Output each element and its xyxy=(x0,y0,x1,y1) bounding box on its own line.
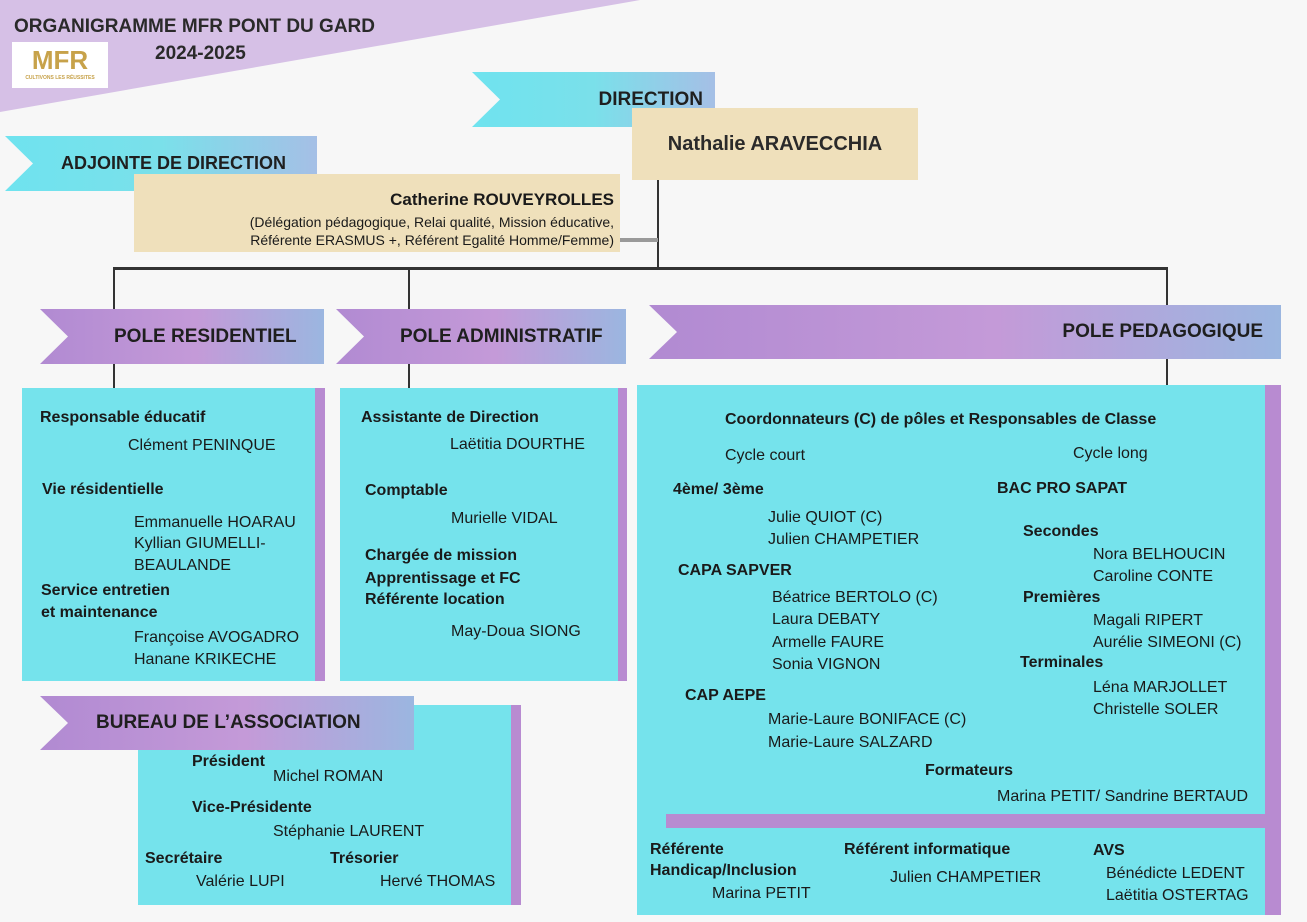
residentiel-name-2b: Kyllian GIUMELLI- xyxy=(134,535,266,552)
residentiel-name-1: Clément PENINQUE xyxy=(128,437,276,454)
bureau-header: BUREAU DE L’ASSOCIATION xyxy=(40,696,414,750)
administratif-role-2: Comptable xyxy=(365,482,448,499)
avs-name-2: Laëtitia OSTERTAG xyxy=(1106,887,1249,904)
residentiel-box xyxy=(22,388,325,681)
administratif-name-1: Laëtitia DOURTHE xyxy=(450,436,585,453)
bureau-tresorier-name: Hervé THOMAS xyxy=(380,873,496,890)
pedagogique-label: POLE PEDAGOGIQUE xyxy=(1062,321,1263,342)
residentiel-label: POLE RESIDENTIEL xyxy=(114,325,297,347)
residentiel-name-3a: Françoise AVOGADRO xyxy=(134,629,300,646)
residentiel-role-2: Vie résidentielle xyxy=(42,481,164,498)
referente-handicap-name: Marina PETIT xyxy=(712,885,811,902)
page-subtitle: 2024-2025 xyxy=(155,43,246,64)
administratif-role-3a: Chargée de mission xyxy=(365,547,518,564)
administratif-role-3b: Apprentissage et FC xyxy=(365,570,521,587)
class-premieres-name-2: Aurélie SIMEONI (C) xyxy=(1093,634,1242,651)
formateurs-names: Marina PETIT/ Sandrine BERTAUD xyxy=(997,788,1249,805)
connector-adjointe xyxy=(620,238,658,242)
adjointe-name: Catherine ROUVEYROLLES xyxy=(390,190,614,209)
referente-handicap-1: Référente xyxy=(650,841,724,858)
residentiel-role-3b: et maintenance xyxy=(41,604,158,621)
class-cap-name-2: Marie-Laure SALZARD xyxy=(768,734,933,751)
residentiel-name-2c: BEAULANDE xyxy=(134,557,231,574)
pedagogique-header: POLE PEDAGOGIQUE xyxy=(649,305,1281,359)
administratif-box xyxy=(340,388,627,681)
class-terminales-name-1: Léna MARJOLLET xyxy=(1093,679,1228,696)
bureau-vice-label: Vice-Présidente xyxy=(192,799,312,816)
class-cap-name-1: Marie-Laure BONIFACE (C) xyxy=(768,711,967,728)
bureau-label: BUREAU DE L’ASSOCIATION xyxy=(96,712,361,733)
page-title: ORGANIGRAMME MFR PONT DU GARD xyxy=(14,16,375,37)
administratif-name-3: May-Doua SIONG xyxy=(451,623,581,640)
class-capa-name-2: Laura DEBATY xyxy=(772,611,881,628)
residentiel-name-3b: Hanane KRIKECHE xyxy=(134,651,277,668)
pedagogique-title: Coordonnateurs (C) de pôles et Responsab… xyxy=(725,411,1157,428)
direction-label: DIRECTION xyxy=(598,88,704,110)
residentiel-role-3a: Service entretien xyxy=(41,582,170,599)
formateurs-label: Formateurs xyxy=(925,762,1014,779)
class-secondes-name-1: Nora BELHOUCIN xyxy=(1093,546,1226,563)
pedagogique-divider xyxy=(666,814,1281,828)
bureau-side-bar xyxy=(511,705,521,905)
class-cap-aepe: CAP AEPE xyxy=(685,687,766,704)
class-secondes: Secondes xyxy=(1023,523,1099,540)
residentiel-name-2a: Emmanuelle HOARAU xyxy=(134,514,296,531)
class-capa-name-1: Béatrice BERTOLO (C) xyxy=(772,589,938,606)
residentiel-side-bar xyxy=(315,388,325,681)
administratif-label: POLE ADMINISTRATIF xyxy=(400,325,603,347)
administratif-header: POLE ADMINISTRATIF xyxy=(336,309,626,364)
residentiel-header: POLE RESIDENTIEL xyxy=(40,309,324,364)
class-bac-pro: BAC PRO SAPAT xyxy=(997,480,1128,497)
connector-direction-vertical xyxy=(657,178,659,270)
mfr-logo: MFR CULTIVONS LES RÉUSSITES xyxy=(12,42,108,88)
referent-informatique-name: Julien CHAMPETIER xyxy=(890,869,1042,886)
avs-name-1: Bénédicte LEDENT xyxy=(1106,865,1245,882)
class-capa-sapver: CAPA SAPVER xyxy=(678,562,792,579)
referent-informatique: Référent informatique xyxy=(844,841,1011,858)
class-terminales-name-2: Christelle SOLER xyxy=(1093,701,1219,718)
avs-label: AVS xyxy=(1093,842,1125,859)
administratif-role-3c: Référente location xyxy=(365,591,505,608)
adjointe-desc-1: (Délégation pédagogique, Relai qualité, … xyxy=(249,214,614,230)
administratif-role-1: Assistante de Direction xyxy=(361,409,539,426)
class-terminales: Terminales xyxy=(1020,654,1104,671)
connector-horizontal-main xyxy=(113,267,1168,270)
logo-tagline: CULTIVONS LES RÉUSSITES xyxy=(25,75,95,81)
direction-name-box: Nathalie ARAVECCHIA xyxy=(632,108,918,180)
class-4eme-name-1: Julie QUIOT (C) xyxy=(768,509,883,526)
connector-residentiel xyxy=(113,268,115,310)
bureau-secretaire-name: Valérie LUPI xyxy=(196,873,285,890)
adjointe-desc-2: Référente ERASMUS +, Référent Egalité Ho… xyxy=(250,232,614,248)
class-capa-name-4: Sonia VIGNON xyxy=(772,656,881,673)
administratif-side-bar xyxy=(618,388,627,681)
bureau-president-label: Président xyxy=(192,753,265,770)
referente-handicap-2: Handicap/Inclusion xyxy=(650,862,797,879)
bureau-vice-name: Stéphanie LAURENT xyxy=(273,823,425,840)
connector-pedagogique-box xyxy=(1166,358,1168,386)
class-premieres: Premières xyxy=(1023,589,1101,606)
connector-administratif-box xyxy=(408,364,410,388)
bureau-tresorier-label: Trésorier xyxy=(330,850,399,867)
connector-pedagogique xyxy=(1166,268,1168,306)
connector-administratif xyxy=(408,268,410,310)
cycle-court-label: Cycle court xyxy=(725,447,806,464)
director-name: Nathalie ARAVECCHIA xyxy=(667,132,883,155)
class-4eme-3eme: 4ème/ 3ème xyxy=(673,481,764,498)
class-4eme-name-2: Julien CHAMPETIER xyxy=(768,531,920,548)
class-capa-name-3: Armelle FAURE xyxy=(772,634,885,651)
cycle-long-label: Cycle long xyxy=(1073,445,1148,462)
bureau-secretaire-label: Secrétaire xyxy=(145,850,223,867)
adjointe-label: ADJOINTE DE DIRECTION xyxy=(61,153,287,173)
residentiel-role-1: Responsable éducatif xyxy=(40,409,206,426)
class-secondes-name-2: Caroline CONTE xyxy=(1093,568,1214,585)
class-premieres-name-1: Magali RIPERT xyxy=(1093,612,1203,629)
adjointe-box: Catherine ROUVEYROLLES (Délégation pédag… xyxy=(134,174,620,252)
pedagogique-side-bar xyxy=(1265,385,1281,915)
bureau-president-name: Michel ROMAN xyxy=(273,768,384,785)
connector-residentiel-box xyxy=(113,364,115,388)
administratif-name-2: Murielle VIDAL xyxy=(451,510,558,527)
logo-letters: MFR xyxy=(31,45,89,75)
